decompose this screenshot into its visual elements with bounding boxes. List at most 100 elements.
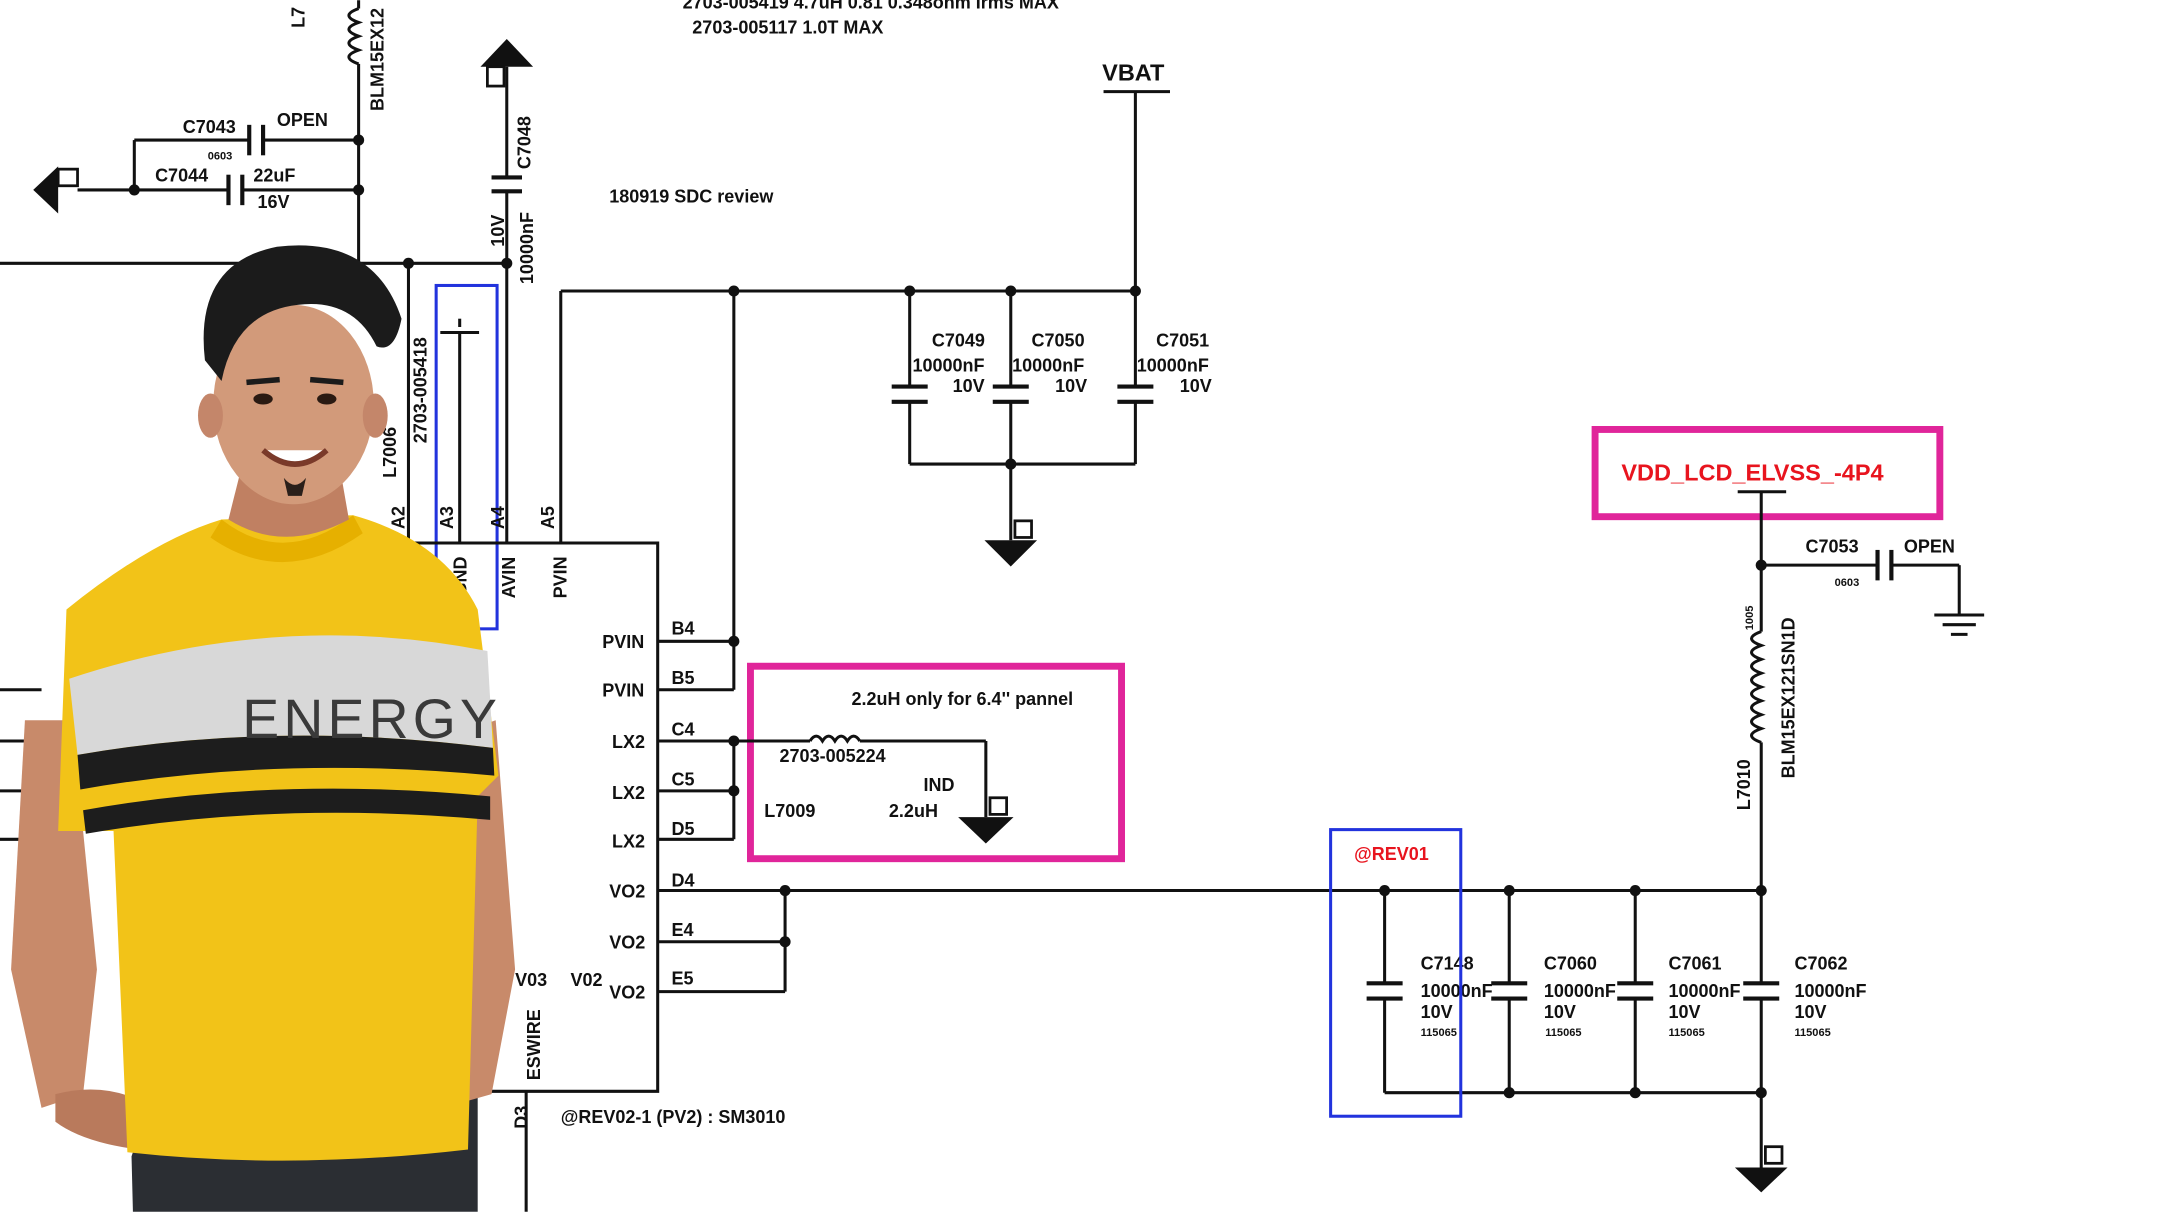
pmic-chip: A2 A3 A4 A5 AGND AVIN PVIN B4 B5 C4 C5 D… [387,506,791,1212]
svg-text:C7051: C7051 [1156,330,1209,350]
inductor-6p4-highlight [747,662,1125,863]
cap-c7053: C7053 0603 OPEN [1761,537,1985,636]
svg-text:10000nF: 10000nF [1668,981,1740,1001]
svg-text:10V: 10V [1794,1002,1826,1022]
svg-text:115065: 115065 [1668,1027,1704,1039]
caps-bottom: C7148 10000nF 10V 115065 C7060 10000nF 1… [1366,885,1867,1193]
svg-text:C7050: C7050 [1032,330,1085,350]
svg-text:2703-005224: 2703-005224 [780,746,886,766]
svg-text:PVIN: PVIN [602,681,644,701]
svg-text:C7044: C7044 [155,166,208,186]
cap-c7044: C7044 22uF 16V [33,166,359,214]
svg-text:10000nF: 10000nF [1544,981,1616,1001]
svg-text:10V: 10V [1421,1002,1453,1022]
caps-top: C7049 10000nF 10V C7050 10000nF 10V C705… [891,291,1212,567]
svg-text:B5: B5 [672,668,695,688]
svg-text:PVIN: PVIN [602,632,644,652]
svg-text:LX2: LX2 [612,732,645,752]
svg-text:C7060: C7060 [1544,953,1597,973]
svg-text:C4: C4 [672,719,695,739]
svg-text:2703-005418: 2703-005418 [410,337,430,443]
svg-text:D4: D4 [672,870,695,890]
svg-text:OPEN: OPEN [277,110,328,130]
svg-text:L7010: L7010 [1734,759,1754,810]
svg-text:115065: 115065 [1794,1027,1830,1039]
shirt-text: ENERGY [242,688,501,750]
svg-text:C7062: C7062 [1794,953,1847,973]
svg-text:V02: V02 [570,970,602,990]
svg-text:10V: 10V [1544,1002,1576,1022]
inductor-l7009: 2703-005224 L7009 IND 2.2uH [733,734,1014,844]
rev01-highlight [1329,828,1463,1118]
svg-text:ESWIRE: ESWIRE [524,1009,544,1080]
svg-text:C7049: C7049 [932,330,985,350]
svg-text:AVIN: AVIN [499,557,519,599]
presenter-photo: ENERGY [11,245,516,1212]
svg-text:LX2: LX2 [612,783,645,803]
svg-text:10000nF: 10000nF [517,212,537,284]
vdd-net-label: VDD_LCD_ELVSS_-4P4 [1621,460,1883,486]
svg-text:PVIN: PVIN [550,556,570,598]
svg-text:C5: C5 [672,769,695,789]
svg-text:VO2: VO2 [609,983,645,1003]
svg-text:C7043: C7043 [183,117,236,137]
svg-text:VO2: VO2 [609,933,645,953]
svg-text:115065: 115065 [1545,1027,1581,1039]
svg-text:LX2: LX2 [612,832,645,852]
svg-text:C7061: C7061 [1668,953,1721,973]
svg-text:1005: 1005 [1744,606,1756,631]
svg-text:V03: V03 [515,970,547,990]
svg-text:10000nF: 10000nF [1137,355,1209,375]
svg-text:A4: A4 [488,506,508,529]
ferrite-top: L7 BLM15EX12 [289,0,388,264]
header-note-1: 2703-005419 4.7uH 0.81 0.348ohm Irms MAX [683,0,1059,13]
svg-text:E4: E4 [672,920,694,940]
review-note: 180919 SDC review [609,186,774,206]
svg-text:C7048: C7048 [514,116,534,169]
ferrite-top-part: BLM15EX12 [368,8,388,111]
svg-text:E5: E5 [672,969,694,989]
svg-text:A2: A2 [388,506,408,529]
rev01-label: @REV01 [1354,844,1429,864]
inductor-l7006: 2703-005418 L7006 [380,337,430,478]
svg-text:10000nF: 10000nF [1012,355,1084,375]
svg-text:L7009: L7009 [764,801,815,821]
ferrite-top-ref: L7 [289,7,309,28]
svg-text:A3: A3 [437,506,457,529]
svg-text:VO2: VO2 [609,881,645,901]
svg-text:0603: 0603 [208,150,233,162]
vdd-net-highlight [1591,426,1944,521]
svg-text:10V: 10V [1180,376,1212,396]
svg-text:10000nF: 10000nF [1794,981,1866,1001]
ferrite-l7010: 1005 BLM15EX121SN1D L7010 [1734,606,1798,891]
svg-text:C7148: C7148 [1421,953,1474,973]
svg-text:10V: 10V [488,215,508,247]
rev02-note: @REV02-1 (PV2) : SM3010 [561,1107,786,1127]
svg-text:115065: 115065 [1421,1027,1457,1039]
cap-c7043: C7043 0603 OPEN [132,110,359,190]
svg-text:OPEN: OPEN [1904,537,1955,557]
svg-text:IND: IND [924,775,955,795]
cap-c7048: C7048 10V 10000nF [480,39,537,543]
svg-text:22uF: 22uF [253,166,295,186]
svg-text:B4: B4 [672,618,695,638]
svg-text:D3: D3 [512,1106,532,1129]
svg-text:10V: 10V [1055,376,1087,396]
svg-text:D5: D5 [672,819,695,839]
svg-text:L7006: L7006 [380,427,400,478]
svg-text:2.2uH: 2.2uH [889,801,938,821]
svg-text:A5: A5 [538,506,558,529]
svg-text:10V: 10V [953,376,985,396]
svg-text:10000nF: 10000nF [912,355,984,375]
inductor-box-note: 2.2uH only for 6.4'' pannel [852,689,1074,709]
svg-text:10V: 10V [1668,1002,1700,1022]
svg-text:16V: 16V [258,192,290,212]
svg-text:BLM15EX121SN1D: BLM15EX121SN1D [1778,617,1798,778]
svg-text:VBAT: VBAT [1102,60,1165,86]
svg-text:0603: 0603 [1835,577,1860,589]
svg-text:C7053: C7053 [1806,537,1859,557]
vbat-rail: VBAT [1102,60,1170,292]
header-note-2: 2703-005117 1.0T MAX [692,17,883,37]
svg-text:10000nF: 10000nF [1421,981,1493,1001]
